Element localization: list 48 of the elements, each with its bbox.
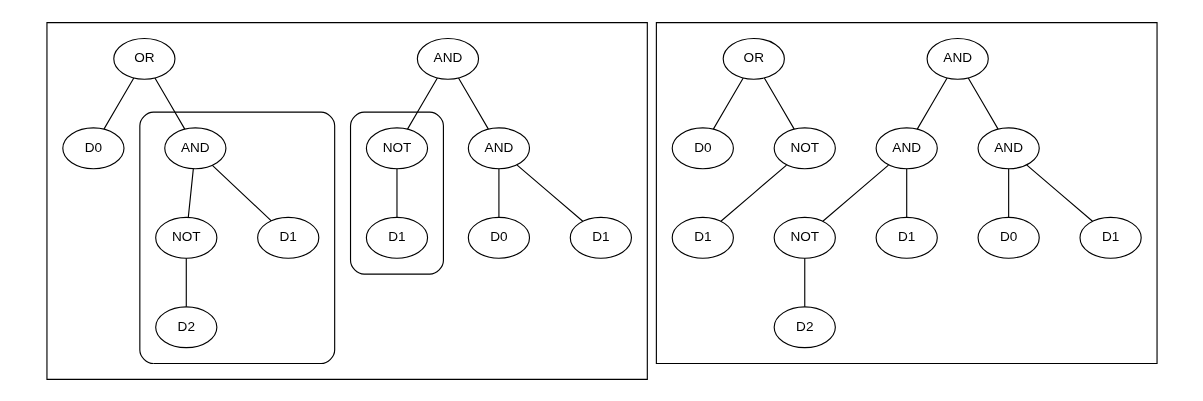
node-ellipse: D0 bbox=[977, 216, 1040, 259]
node-ellipse: D1 bbox=[256, 216, 319, 259]
connector bbox=[406, 76, 438, 130]
node-ellipse: NOT bbox=[773, 216, 836, 259]
connector bbox=[497, 167, 499, 218]
node-ellipse: D1 bbox=[875, 216, 938, 259]
node-ellipse: NOT bbox=[154, 216, 217, 259]
node-ellipse: OR bbox=[112, 37, 176, 80]
node-ellipse: D1 bbox=[671, 216, 734, 259]
cluster bbox=[138, 111, 335, 364]
connector bbox=[803, 257, 805, 307]
node-ellipse: D2 bbox=[154, 305, 217, 348]
node-ellipse: OR bbox=[722, 37, 785, 80]
cluster bbox=[45, 21, 648, 380]
node-ellipse: D0 bbox=[467, 216, 530, 259]
connector bbox=[1007, 167, 1009, 218]
connector bbox=[102, 76, 134, 130]
connector bbox=[821, 164, 889, 222]
connector bbox=[916, 76, 948, 130]
node-ellipse: D1 bbox=[569, 216, 632, 259]
node-ellipse: AND bbox=[875, 126, 938, 169]
node-ellipse: NOT bbox=[773, 126, 836, 169]
connector bbox=[719, 164, 787, 222]
node-ellipse: D1 bbox=[365, 216, 428, 259]
node-ellipse: AND bbox=[163, 126, 226, 169]
node-ellipse: NOT bbox=[365, 126, 428, 169]
connector bbox=[516, 164, 583, 222]
connector bbox=[905, 167, 907, 218]
node-ellipse: AND bbox=[416, 37, 479, 80]
node-ellipse: D0 bbox=[671, 126, 734, 169]
node-ellipse: D0 bbox=[61, 126, 125, 169]
connector bbox=[1025, 164, 1093, 222]
connector bbox=[763, 76, 795, 130]
node-ellipse: D1 bbox=[1078, 216, 1142, 259]
connector bbox=[185, 257, 187, 307]
node-ellipse: AND bbox=[467, 126, 530, 169]
node-ellipse: AND bbox=[926, 37, 989, 80]
connector bbox=[712, 76, 744, 130]
node-ellipse: D2 bbox=[773, 305, 836, 348]
connector bbox=[187, 167, 194, 218]
node-ellipse: AND bbox=[977, 126, 1040, 169]
connector bbox=[153, 76, 185, 130]
connector bbox=[967, 76, 999, 130]
connector bbox=[457, 76, 489, 130]
connector bbox=[211, 164, 272, 221]
cluster bbox=[655, 21, 1158, 364]
connector bbox=[395, 167, 398, 218]
cluster bbox=[349, 111, 444, 275]
